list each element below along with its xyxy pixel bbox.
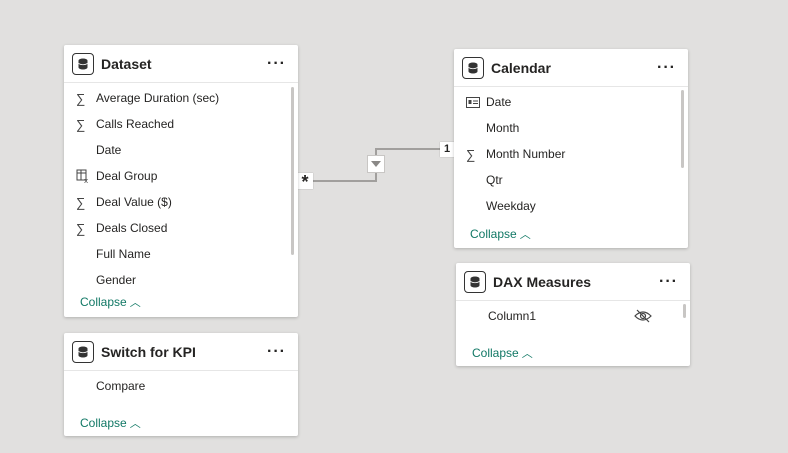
table-icon [72, 52, 94, 75]
field-item[interactable]: ∑ Deals Closed [64, 215, 298, 241]
sigma-icon: ∑ [76, 220, 86, 236]
field-item[interactable]: Weekday [454, 193, 688, 219]
date-table-icon [466, 96, 486, 108]
table-card-switch-for-kpi[interactable]: Switch for KPI ··· Compare Collapse︿ [64, 333, 298, 436]
collapse-link[interactable]: Collapse︿ [470, 226, 531, 242]
chevron-up-icon: ︿ [129, 297, 141, 309]
chevron-up-icon: ︿ [129, 418, 141, 430]
collapse-link[interactable]: Collapse︿ [80, 294, 141, 310]
field-name: Compare [96, 379, 146, 393]
more-options-button[interactable]: ··· [657, 58, 676, 76]
many-cardinality-marker: * [297, 173, 313, 191]
field-item[interactable]: ∑ Average Duration (sec) [64, 85, 298, 111]
sigma-icon: ∑ [76, 90, 86, 106]
field-name: Deal Group [96, 169, 158, 183]
field-item[interactable]: Date [454, 89, 688, 115]
field-item[interactable]: Qtr [454, 167, 688, 193]
field-name: Month Number [486, 147, 566, 161]
table-title: DAX Measures [493, 273, 592, 290]
field-item[interactable]: Compare [64, 373, 298, 399]
collapse-label: Collapse [472, 346, 519, 360]
sigma-icon: ∑ [76, 116, 86, 132]
field-name: Qtr [486, 173, 503, 187]
table-header: Dataset ··· [64, 45, 298, 83]
field-item[interactable]: x Deal Group [64, 163, 298, 189]
field-name: Deals Closed [96, 221, 168, 235]
field-item[interactable]: Date [64, 137, 298, 163]
field-item[interactable]: Month [454, 115, 688, 141]
more-options-button[interactable]: ··· [267, 342, 286, 360]
field-name: Month [486, 121, 520, 135]
collapse-link[interactable]: Collapse︿ [80, 415, 141, 431]
calculated-column-icon: x [76, 169, 96, 183]
chevron-up-icon: ︿ [521, 348, 533, 360]
collapse-link[interactable]: Collapse︿ [472, 345, 533, 361]
field-name: Date [96, 143, 122, 157]
table-title: Dataset [101, 55, 152, 72]
field-item[interactable]: ∑ Month Number [454, 141, 688, 167]
field-item[interactable]: Column1 [456, 303, 690, 329]
table-icon [462, 56, 484, 79]
field-list: Compare [64, 371, 298, 405]
field-name: Full Name [96, 247, 151, 261]
sigma-icon: ∑ [466, 146, 476, 162]
field-item[interactable]: Gender [64, 267, 298, 285]
chevron-up-icon: ︿ [519, 229, 531, 241]
field-item[interactable]: ∑ Deal Value ($) [64, 189, 298, 215]
collapse-label: Collapse [470, 227, 517, 241]
table-card-calendar[interactable]: Calendar ··· Date Month ∑ Month Number Qt… [454, 49, 688, 248]
scrollbar[interactable] [291, 87, 294, 255]
field-list: Column1 [456, 301, 690, 335]
table-header: DAX Measures ··· [456, 263, 690, 301]
field-name: Column1 [488, 309, 537, 323]
more-options-button[interactable]: ··· [267, 54, 286, 72]
table-icon [72, 340, 94, 363]
field-item[interactable]: ∑ Calls Reached [64, 111, 298, 137]
field-name: Deal Value ($) [96, 195, 172, 209]
field-name: Gender [96, 273, 137, 285]
field-name: Date [486, 95, 512, 109]
svg-text:x: x [84, 177, 88, 183]
table-icon [464, 270, 486, 293]
table-card-dax-measures[interactable]: DAX Measures ··· Column1 Collapse︿ [456, 263, 690, 366]
filter-direction-icon[interactable] [367, 155, 385, 173]
eye-hidden-icon[interactable] [634, 309, 652, 326]
scrollbar[interactable] [683, 304, 686, 318]
field-item[interactable]: Full Name [64, 241, 298, 267]
collapse-label: Collapse [80, 295, 127, 309]
sigma-icon: ∑ [76, 194, 86, 210]
field-name: Calls Reached [96, 117, 175, 131]
field-list: ∑ Average Duration (sec) ∑ Calls Reached D… [64, 83, 298, 286]
collapse-label: Collapse [80, 416, 127, 430]
table-header: Switch for KPI ··· [64, 333, 298, 371]
table-header: Calendar ··· [454, 49, 688, 87]
scrollbar[interactable] [681, 90, 684, 168]
field-name: Weekday [486, 199, 536, 213]
field-list: Date Month ∑ Month Number Qtr Weekday [454, 87, 688, 221]
more-options-button[interactable]: ··· [659, 272, 678, 290]
table-card-dataset[interactable]: Dataset ··· ∑ Average Duration (sec) ∑ Cal… [64, 45, 298, 317]
table-title: Calendar [491, 59, 551, 76]
table-title: Switch for KPI [101, 343, 196, 360]
one-cardinality-marker: 1 [440, 142, 454, 157]
field-name: Average Duration (sec) [96, 91, 220, 105]
